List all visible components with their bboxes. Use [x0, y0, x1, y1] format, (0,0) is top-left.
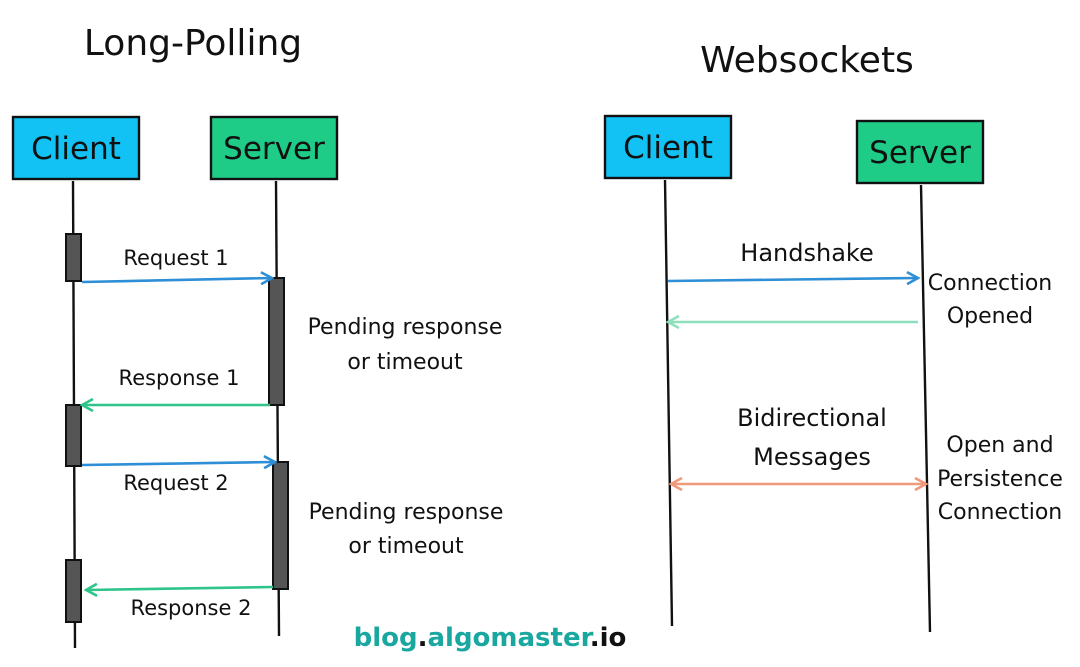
websockets-title: Websockets: [700, 40, 914, 81]
lp-request-1-arrow: [81, 278, 272, 282]
long-polling-section: Long-Polling Client Server Request 1 Pen…: [11, 23, 504, 649]
lp-response-1-label: Response 1: [119, 366, 240, 390]
lp-server-label: Server: [223, 131, 325, 167]
lp-response-2-arrow: [86, 587, 274, 590]
footer-dot-1: .: [418, 623, 428, 653]
footer-brand: blog.algomaster.io: [354, 623, 627, 653]
ws-persistence-note-line-1: Open and: [946, 433, 1053, 458]
lp-client-label: Client: [31, 131, 121, 167]
lp-pending-note-2-line-2: or timeout: [348, 534, 464, 559]
ws-server-label: Server: [869, 135, 971, 171]
lp-response-2-label: Response 2: [131, 596, 252, 620]
lp-pending-note-1-line-2: or timeout: [347, 350, 463, 375]
long-polling-title: Long-Polling: [84, 23, 302, 64]
lp-server-box: [209, 115, 339, 181]
lp-request-2-label: Request 2: [123, 471, 228, 495]
footer-part-blog: blog: [354, 623, 418, 653]
footer-part-io: io: [600, 623, 627, 653]
footer-part-algomaster: algomaster: [427, 623, 593, 653]
ws-handshake-label: Handshake: [740, 239, 873, 267]
ws-connection-opened-line-1: Connection: [928, 271, 1052, 296]
ws-persistence-note-line-3: Connection: [938, 500, 1062, 525]
ws-server-lifeline: [919, 184, 932, 633]
ws-persistence-note-line-2: Persistence: [937, 467, 1063, 492]
websockets-section: Websockets Client Server Handshake Conne…: [603, 40, 1063, 633]
ws-server-box: [855, 119, 985, 185]
lp-server-activation-1: [268, 277, 285, 406]
lp-request-1-label: Request 1: [123, 246, 228, 270]
ws-handshake-arrow: [667, 278, 918, 281]
ws-client-label: Client: [623, 130, 713, 166]
ws-bidirectional-label-line-2: Messages: [753, 443, 871, 471]
ws-connection-opened-line-2: Opened: [947, 304, 1033, 329]
lp-client-actor: Client: [11, 115, 141, 181]
lp-client-activation-2: [65, 404, 82, 467]
lp-pending-note-1-line-1: Pending response: [308, 315, 503, 340]
lp-server-actor: Server: [209, 115, 339, 181]
ws-client-lifeline: [663, 179, 674, 627]
lp-client-activation-3: [65, 559, 82, 623]
ws-client-actor: Client: [603, 114, 733, 180]
ws-bidirectional-label-line-1: Bidirectional: [737, 404, 887, 432]
ws-server-actor: Server: [855, 119, 985, 185]
lp-client-activation-1: [65, 233, 82, 282]
ws-client-box: [603, 114, 733, 180]
lp-client-box: [11, 115, 141, 181]
lp-server-activation-2: [272, 461, 289, 590]
footer-dot-2: .: [590, 623, 600, 653]
lp-pending-note-2-line-1: Pending response: [309, 500, 504, 525]
lp-request-2-arrow: [81, 462, 275, 465]
